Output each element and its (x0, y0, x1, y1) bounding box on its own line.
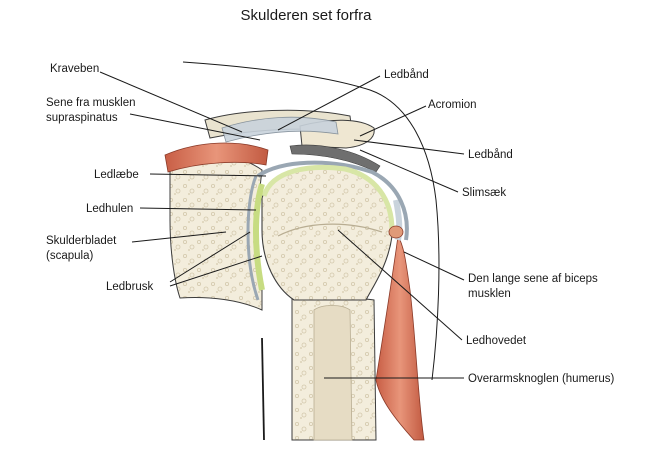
label-ledlaebe: Ledlæbe (94, 169, 139, 181)
label-skulderbladet-line1: Skulderbladet (46, 235, 117, 247)
leader-ledbaand-top (277, 75, 381, 131)
humerus-marrow (313, 305, 353, 441)
label-skulderbladet-line2: (scapula) (46, 250, 93, 262)
leader-skulderbladet (131, 231, 227, 243)
leader-supraspinatus (129, 113, 261, 141)
leader-kraveben (99, 71, 243, 133)
leader-ledhulen (139, 207, 257, 211)
leader-ledbrusk-2 (169, 255, 263, 287)
glenoid-labrum (246, 175, 260, 301)
label-kraveben: Kraveben (50, 63, 99, 75)
diagram-title: Skulderen set forfra (241, 7, 373, 24)
leader-biceps (403, 251, 465, 281)
skin-outline (182, 61, 440, 381)
joint-capsule (256, 160, 409, 241)
ligament-band (221, 116, 339, 143)
head-cartilage (261, 164, 395, 231)
label-acromion: Acromion (428, 99, 477, 111)
leader-ledbrusk-1 (169, 231, 251, 283)
leader-ledlaebe (149, 173, 267, 177)
label-ledbaand-right: Ledbånd (468, 149, 513, 161)
label-supraspinatus-line1: Sene fra musklen (46, 97, 136, 109)
label-supraspinatus-line2: supraspinatus (46, 112, 118, 124)
label-ledbrusk: Ledbrusk (106, 281, 154, 293)
leader-ledhovedet (337, 229, 463, 341)
leader-lines (99, 71, 465, 379)
label-ledhulen: Ledhulen (86, 203, 133, 215)
leader-acromion (359, 105, 427, 137)
epiphyseal-line (277, 223, 383, 237)
label-biceps-line1: Den lange sene af biceps (468, 273, 598, 285)
label-ledbaand-top: Ledbånd (384, 69, 429, 81)
label-biceps-line2: musklen (468, 288, 511, 300)
leader-slimsaek (359, 149, 459, 193)
supraspinatus-muscle (164, 142, 269, 173)
leader-ledbaand-right (353, 139, 465, 155)
arm-outline-left (261, 337, 265, 441)
label-slimsaek: Slimsæk (462, 187, 506, 199)
label-ledhovedet: Ledhovedet (466, 335, 527, 347)
label-humerus: Overarmsknoglen (humerus) (468, 373, 615, 385)
biceps-bursa (388, 225, 404, 239)
glenoid-cartilage (253, 183, 265, 291)
biceps-muscle (375, 234, 425, 441)
